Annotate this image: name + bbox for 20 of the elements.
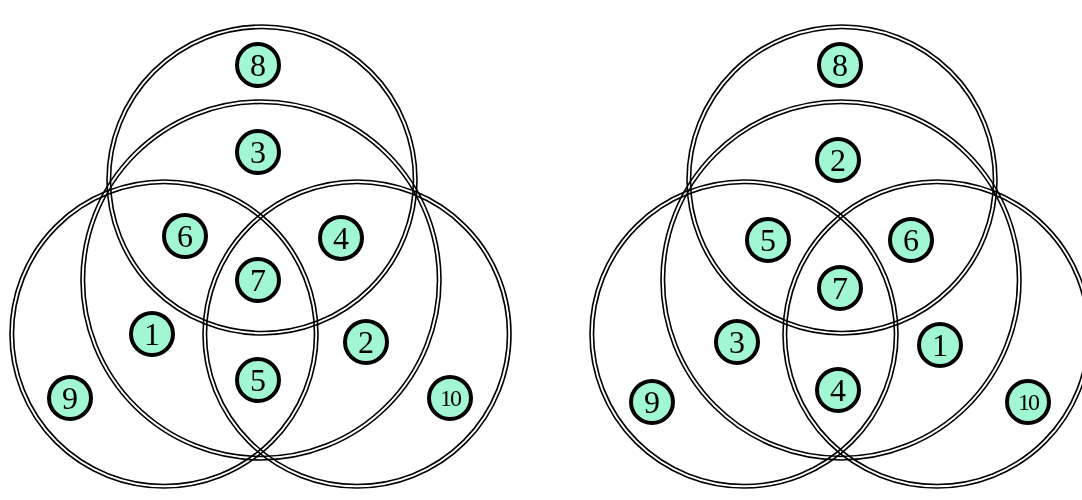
numbered-circle: 8 <box>817 42 863 88</box>
numbered-circle: 7 <box>235 257 281 303</box>
numbered-circle: 3 <box>714 319 760 365</box>
numbered-circle: 6 <box>162 213 208 259</box>
numbered-circle: 2 <box>815 137 861 183</box>
numbered-circle: 9 <box>629 379 675 425</box>
numbered-circle: 1 <box>129 311 175 357</box>
numbered-circle: 3 <box>235 129 281 175</box>
numbered-circle: 4 <box>318 215 364 261</box>
numbered-circle: 4 <box>815 367 861 413</box>
numbered-circle: 6 <box>888 217 934 263</box>
numbered-circle: 8 <box>235 42 281 88</box>
numbered-circle: 7 <box>817 265 863 311</box>
numbered-circle: 1 <box>917 322 963 368</box>
numbered-circle: 10 <box>427 375 473 421</box>
numbered-circle: 10 <box>1005 379 1051 425</box>
numbered-circle: 5 <box>745 217 791 263</box>
numbered-circle: 5 <box>235 357 281 403</box>
numbered-circle: 9 <box>47 375 93 421</box>
numbered-circle: 2 <box>343 319 389 365</box>
